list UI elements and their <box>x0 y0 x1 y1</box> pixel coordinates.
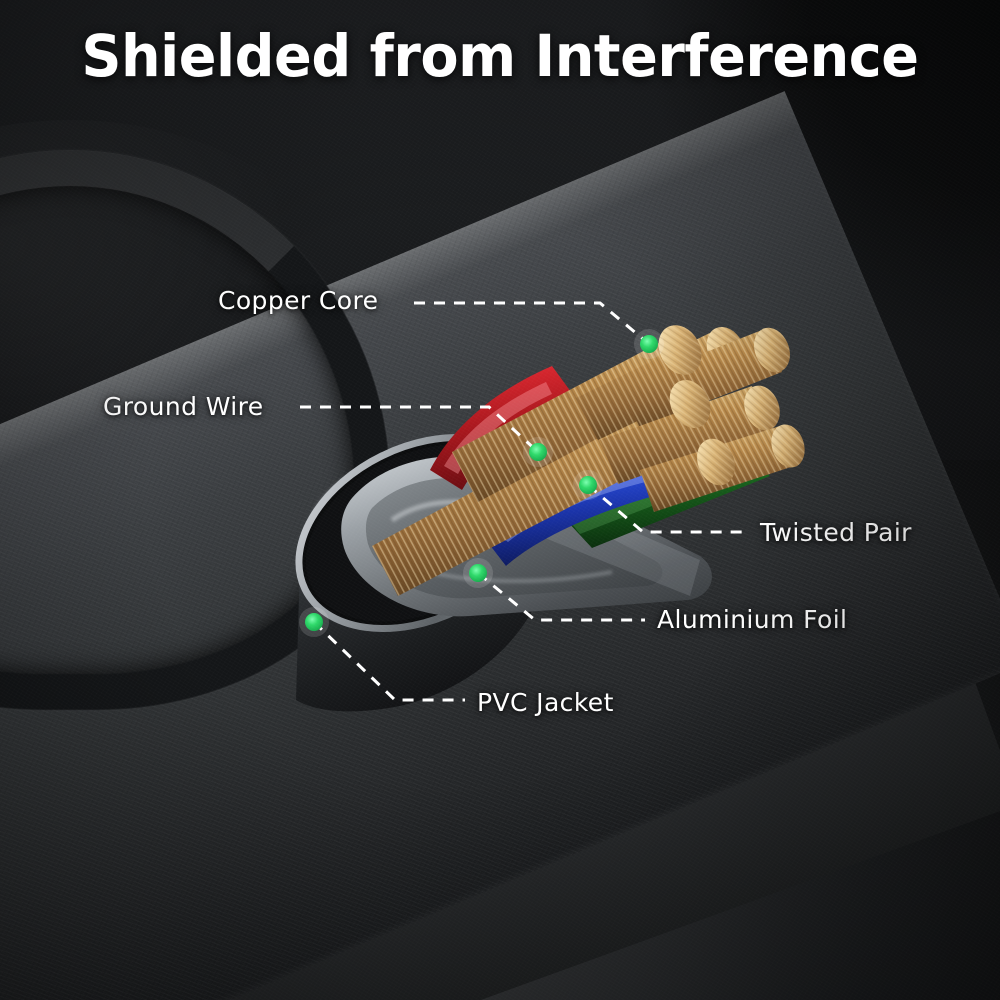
leader-line-ground-wire <box>300 405 540 454</box>
leader-line-twisted-pair <box>587 483 748 534</box>
leader-line-copper-core <box>414 301 650 346</box>
callout-layer <box>299 301 748 702</box>
callout-label-pvc-jacket: PVC Jacket <box>477 688 614 717</box>
callout-dot-twisted-pair[interactable] <box>579 476 597 494</box>
blue-wire <box>486 462 676 566</box>
callout-dot-copper-core[interactable] <box>640 335 658 353</box>
copper-core-bundles <box>372 325 805 596</box>
callout-label-copper-core: Copper Core <box>218 286 379 315</box>
page-title: Shielded from Interference <box>81 22 919 90</box>
callout-label-aluminium-foil: Aluminium Foil <box>657 605 848 634</box>
callout-label-ground-wire: Ground Wire <box>103 392 264 421</box>
leader-line-aluminium-foil <box>477 571 645 622</box>
callout-dot-pvc-jacket[interactable] <box>305 613 323 631</box>
callout-label-twisted-pair: Twisted Pair <box>760 518 912 547</box>
callout-dot-ground-wire[interactable] <box>529 443 547 461</box>
callout-dot-aluminium-foil[interactable] <box>469 564 487 582</box>
